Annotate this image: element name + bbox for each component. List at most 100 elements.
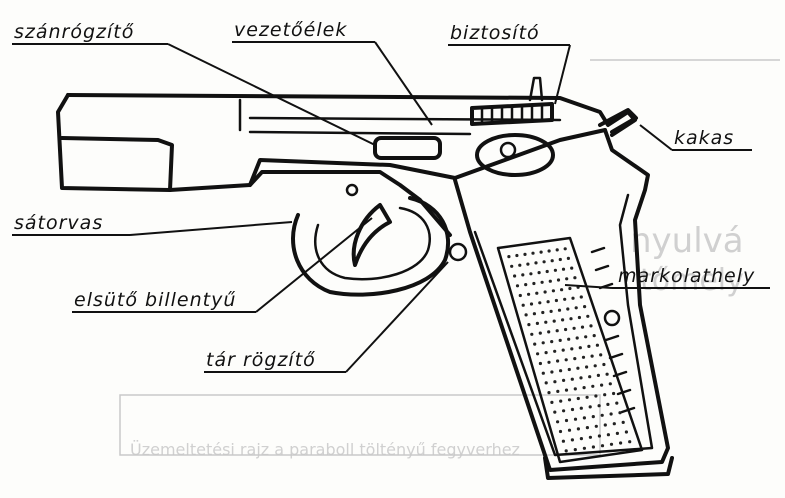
stipple-dot (606, 433, 611, 437)
stipple-dot (599, 353, 603, 357)
stipple-dot (558, 257, 562, 262)
stipple-dot (567, 428, 572, 432)
stipple-dot (513, 274, 517, 278)
stipple-dot (583, 305, 587, 309)
stipple-dot (527, 292, 531, 296)
stipple-dot (515, 284, 520, 288)
stipple-dot (592, 334, 596, 338)
label-markolat: markolathely (618, 265, 755, 287)
stipple-dot (547, 249, 551, 253)
stipple-dot (593, 364, 597, 368)
stipple-dot (559, 399, 563, 403)
stipple-dot (562, 378, 566, 382)
stipple-dot (582, 446, 587, 450)
stipple-dot (619, 441, 623, 445)
stipple-dot (532, 312, 537, 316)
stipple-dot (553, 410, 557, 414)
ghost-background: nyulvá tőmely Üzemeltetési rajz a parabo… (119, 59, 780, 459)
stipple-dot (542, 260, 546, 264)
stipple-dot (556, 278, 561, 282)
guide-rail-lower (248, 130, 472, 136)
stipple-dot (576, 427, 581, 431)
stipple-dot (541, 341, 545, 345)
stipple-dot (596, 373, 601, 377)
leader-biztosito (554, 44, 571, 105)
stipple-dot (584, 335, 588, 339)
stipple-dot (531, 251, 535, 255)
stipple-dot (553, 349, 557, 353)
stipple-dot (572, 326, 576, 330)
stipple-dot (539, 250, 543, 254)
stipple-dot (591, 384, 595, 388)
stipple-dot (618, 411, 622, 415)
stipple-dot (550, 400, 554, 404)
frame-upper (248, 170, 452, 237)
stipple-dot (565, 277, 569, 281)
stipple-dot (621, 420, 625, 424)
stipple-dot (545, 269, 549, 274)
stipple-dot (556, 389, 560, 393)
stipple-dot (624, 430, 629, 434)
stipple-dot (568, 286, 572, 291)
stipple-dot (546, 300, 550, 304)
stipple-dot (590, 354, 594, 358)
stipple-dot (556, 359, 560, 363)
stipple-dot (612, 422, 616, 426)
guide-rail-upper (248, 116, 562, 122)
stipple-dot (580, 325, 585, 329)
ghost-text-2: tőmely (640, 263, 744, 298)
stipple-dot (529, 272, 533, 276)
label-vezetoelek: vezetőélek (234, 19, 347, 41)
magazine-release-button (448, 242, 468, 262)
leader-szanrogzito (167, 43, 376, 146)
stipple-dot (536, 352, 540, 356)
stipple-dot (573, 417, 578, 421)
stipple-dot (563, 297, 567, 301)
stipple-dot (574, 306, 578, 310)
stipple-dot (532, 281, 536, 286)
stipple-dot (551, 289, 556, 293)
stipple-dot (570, 407, 575, 412)
stipple-dot (566, 256, 571, 260)
stipple-dot (570, 347, 574, 351)
stipple-dot (548, 279, 552, 283)
stipple-dot (564, 358, 568, 362)
stipple-dot (544, 351, 548, 355)
stipple-dot (573, 357, 577, 361)
stipple-dot (591, 415, 595, 419)
stipple-dot (587, 344, 591, 348)
stipple-dot (563, 247, 567, 251)
stipple-dot (555, 248, 559, 252)
pistol-outline (56, 76, 674, 480)
stipple-dot (557, 308, 562, 312)
stipple-dot (547, 360, 551, 364)
stipple-dot (541, 371, 545, 375)
stipple-dot (579, 295, 583, 299)
stipple-dot (586, 314, 590, 318)
stipple-dot (582, 416, 587, 420)
label-biztosito: biztosító (450, 22, 540, 44)
stipple-dot (547, 330, 551, 334)
grip-outline (453, 128, 670, 472)
hammer (598, 108, 638, 134)
stipple-dot (549, 309, 553, 313)
stipple-dot (552, 319, 556, 323)
rear-sight (528, 76, 544, 102)
grip-screw (603, 309, 621, 327)
stipple-dot (518, 293, 522, 298)
stipple-dot (588, 405, 592, 409)
stipple-dot (540, 280, 544, 284)
stipple-dot (600, 444, 605, 448)
magazine-base (543, 456, 674, 480)
stipple-dot (591, 445, 596, 449)
stipple-dot (594, 394, 598, 398)
stipple-dot (570, 438, 575, 442)
stipple-dot (523, 252, 527, 256)
stipple-dot (543, 290, 547, 294)
stipple-dot (564, 418, 569, 423)
stipple-dot (570, 266, 574, 270)
stipple-dot (602, 362, 606, 367)
leader-elsuto (255, 217, 373, 313)
label-kakas: kakas (674, 127, 734, 149)
